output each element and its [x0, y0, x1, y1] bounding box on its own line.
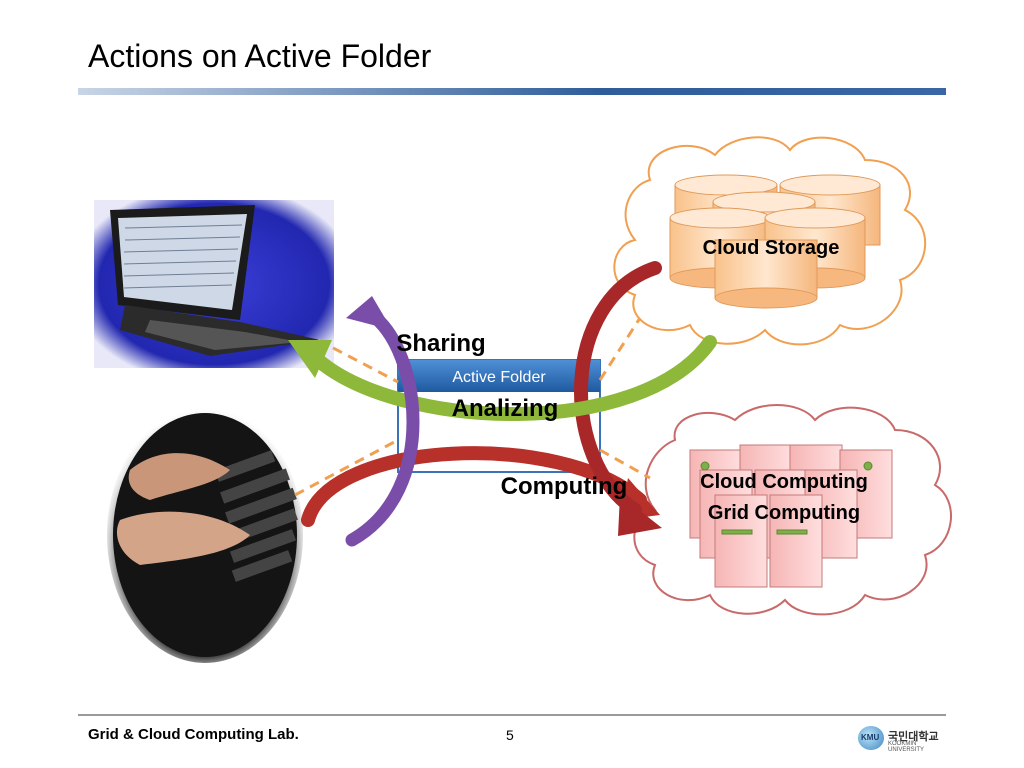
dashed-link-computing	[599, 448, 651, 480]
active-folder-title: Active Folder	[452, 369, 546, 386]
typing-hands-image	[107, 407, 303, 663]
title-underline	[78, 88, 946, 95]
database-cylinders	[669, 174, 881, 309]
computing-cloud: Cloud Computing Grid Computing	[633, 404, 952, 616]
slide-title: Actions on Active Folder	[88, 38, 432, 74]
logo-subtitle: KOOKMIN UNIVERSITY	[888, 741, 925, 753]
storage-to-computing-arrow	[574, 261, 662, 536]
analizing-label: Analizing	[452, 395, 559, 422]
page-number: 5	[506, 727, 514, 743]
logo-name: 국민대학교	[888, 731, 939, 743]
cloud-computing-label: Cloud Computing	[700, 471, 868, 493]
server-racks	[689, 444, 893, 588]
sharing-label: Sharing	[396, 330, 485, 357]
storage-cloud: Cloud Storage	[613, 136, 927, 346]
analizing-arrow	[288, 335, 717, 421]
computing-label: Computing	[501, 473, 628, 500]
logo-mark-text: KMU	[861, 733, 880, 742]
dashed-link-laptop	[317, 338, 399, 384]
footer-lab-name: Grid & Cloud Computing Lab.	[88, 726, 299, 743]
dashed-link-hands	[294, 438, 399, 497]
university-logo-icon: KMU	[858, 726, 884, 750]
grid-computing-label: Grid Computing	[708, 502, 860, 524]
university-logo: KMU 국민대학교 KOOKMIN UNIVERSITY	[858, 724, 950, 753]
cloud-storage-label: Cloud Storage	[703, 237, 840, 259]
footer-rule	[78, 714, 946, 716]
dashed-link-storage	[598, 317, 642, 381]
sharing-arrow	[345, 296, 420, 547]
dashed-links	[294, 317, 651, 497]
